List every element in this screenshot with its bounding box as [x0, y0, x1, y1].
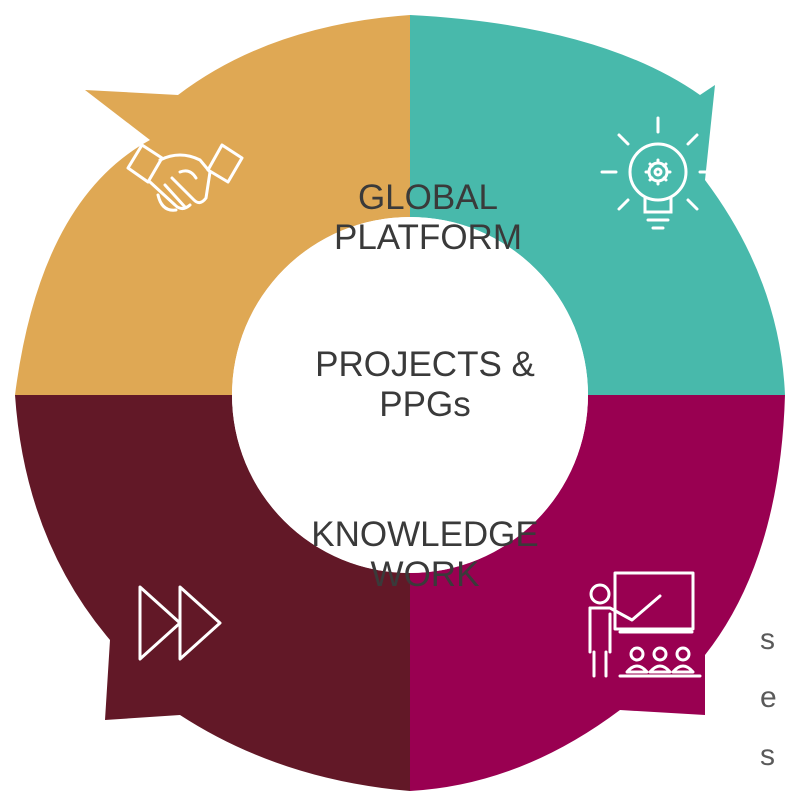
center-text-knowledge: KNOWLEDGE WORK	[275, 515, 575, 595]
center-line-ppgs: PPGs	[379, 385, 471, 424]
segment-bottom-left	[15, 395, 410, 791]
lightbulb-gear-icon	[600, 116, 716, 230]
center-line-global: GLOBAL	[357, 178, 499, 217]
center-circle	[232, 217, 588, 573]
center-line-work: WORK	[370, 555, 480, 594]
segment-bottom-right	[410, 395, 785, 791]
segment-top-left	[15, 15, 410, 395]
handshake-icon	[126, 143, 244, 212]
center-line-knowledge: KNOWLEDGE	[311, 515, 539, 554]
edge-text-3: s	[760, 739, 775, 772]
center-line-projects: PROJECTS &	[315, 345, 535, 384]
center-line-platform: PLATFORM	[334, 218, 522, 257]
center-text-global: GLOBAL PLATFORM	[278, 178, 578, 258]
edge-text-2: e	[760, 681, 777, 714]
edge-text-1: s	[760, 623, 775, 656]
presentation-teacher-icon	[588, 571, 702, 678]
center-text-projects: PROJECTS & PPGs	[275, 345, 575, 425]
segment-top-right	[410, 15, 785, 395]
fast-forward-icon	[138, 585, 222, 661]
